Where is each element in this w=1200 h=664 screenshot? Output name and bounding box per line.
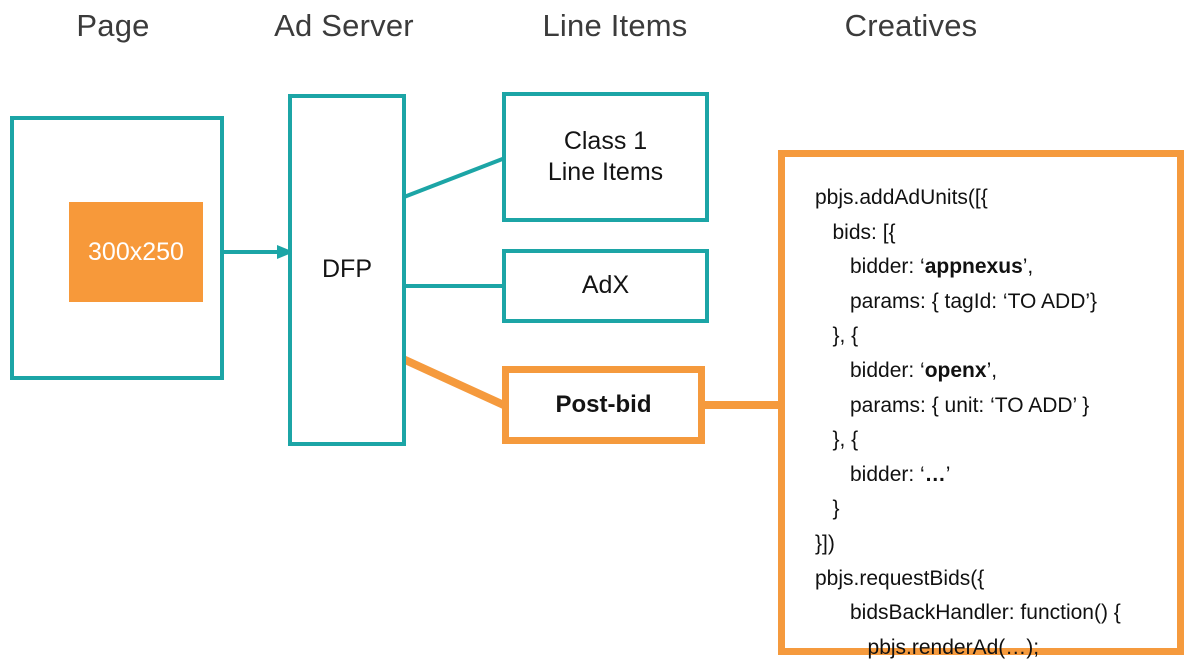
code-line: bidsBackHandler: function() { — [815, 601, 1121, 625]
code-line: pbjs.addAdUnits([{ — [815, 186, 988, 209]
code-line: pbjs.renderAd(…); — [815, 635, 1040, 659]
creatives-code-text: pbjs.addAdUnits([{ bids: [{ bidder: ‘app… — [815, 181, 1171, 664]
code-line: }]) — [815, 531, 835, 555]
line-item-postbid-label: Post-bid — [555, 391, 652, 418]
code-line: params: { unit: ‘TO ADD’ } — [815, 393, 1090, 417]
ad-server-box-dfp[interactable]: DFP — [288, 94, 406, 446]
line-item-box-adx[interactable]: AdX — [502, 249, 709, 323]
code-line: bidder: ‘…’ — [815, 462, 951, 486]
line-item-class1-label-line1: Class 1 — [563, 126, 648, 155]
line-item-box-class1[interactable]: Class 1 Line Items — [502, 92, 709, 222]
code-line: bids: [{ — [815, 220, 896, 244]
ad-server-label: DFP — [322, 255, 372, 284]
code-line: }, { — [815, 428, 859, 452]
connector-ad-server-to-class1 — [403, 156, 506, 199]
line-item-class1-label: Class 1 Line Items — [548, 126, 663, 189]
code-line: params: { tagId: ‘TO ADD’} — [815, 289, 1098, 313]
code-line: } — [815, 497, 840, 521]
column-heading-line-items: Line Items — [542, 8, 688, 43]
code-line: pbjs.requestBids({ — [815, 566, 985, 590]
line-item-class1-label-line2: Line Items — [547, 158, 664, 186]
code-line: }, { — [815, 324, 859, 348]
line-item-adx-label: AdX — [581, 271, 630, 300]
code-line: bidder: ‘openx’, — [815, 358, 998, 382]
column-heading-creatives: Creatives — [844, 8, 978, 43]
connector-ad-server-to-postbid — [401, 355, 510, 411]
creative-slot-label: 300x250 — [88, 237, 184, 266]
creative-slot-300x250[interactable]: 300x250 — [69, 202, 203, 302]
column-heading-page: Page — [76, 8, 150, 43]
creatives-code-panel[interactable]: pbjs.addAdUnits([{ bids: [{ bidder: ‘app… — [778, 150, 1184, 659]
line-item-box-postbid[interactable]: Post-bid — [502, 366, 705, 444]
column-heading-ad-server: Ad Server — [274, 8, 414, 43]
code-line: bidder: ‘appnexus’, — [815, 255, 1034, 279]
